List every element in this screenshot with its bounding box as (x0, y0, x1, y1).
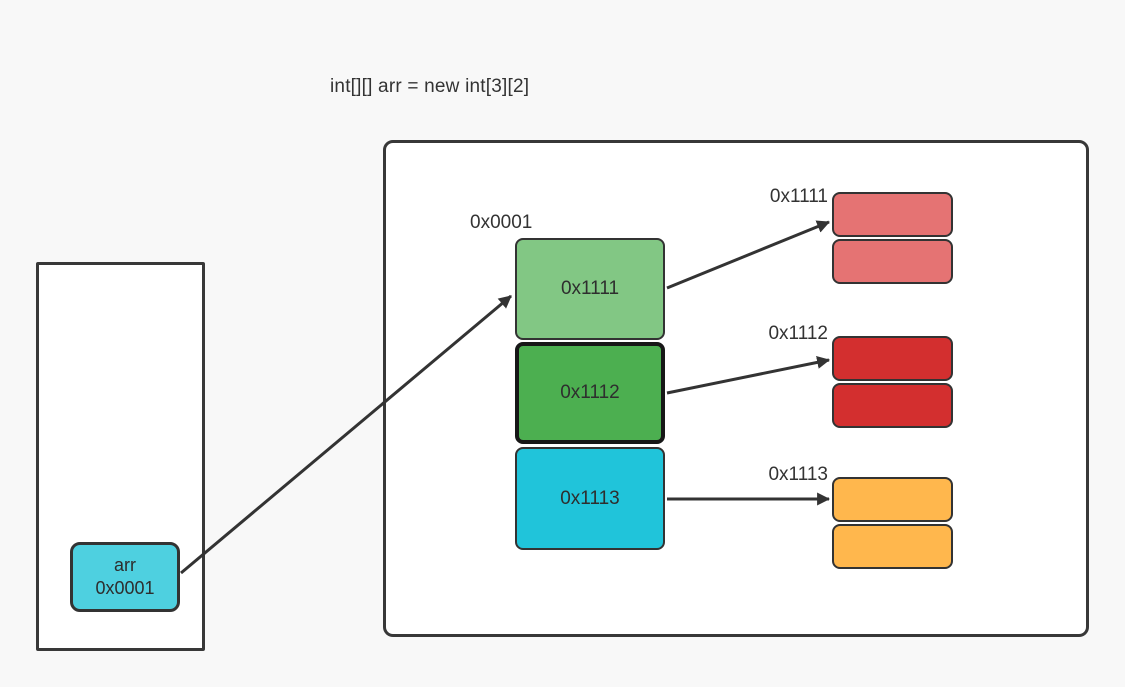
inner-array-slot (832, 192, 953, 237)
outer-array-address-label: 0x0001 (470, 212, 533, 233)
cell-address-label: 0x1113 (560, 487, 620, 509)
inner-array-slot (832, 524, 953, 569)
inner-array-address-label: 0x1113 (768, 464, 828, 485)
variable-address-label: 0x0001 (95, 578, 155, 598)
outer-array-cell: 0x1113 (515, 447, 665, 550)
stack-variable-box: arr 0x0001 (70, 542, 180, 612)
variable-name-label: arr (114, 555, 136, 575)
inner-array-slot (832, 383, 953, 428)
code-statement-label: int[][] arr = new int[3][2] (330, 76, 530, 97)
inner-array-address-label: 0x1111 (769, 186, 828, 207)
inner-array-slot (832, 477, 953, 522)
cell-address-label: 0x1111 (560, 278, 620, 299)
inner-array-slot (832, 239, 953, 284)
inner-array-slot (832, 336, 953, 381)
outer-array-cell: 0x1111 (515, 238, 665, 340)
cell-address-label: 0x1112 (560, 382, 620, 403)
outer-array-cell: 0x1112 (515, 342, 665, 444)
inner-array-address-label: 0x1112 (768, 323, 828, 344)
